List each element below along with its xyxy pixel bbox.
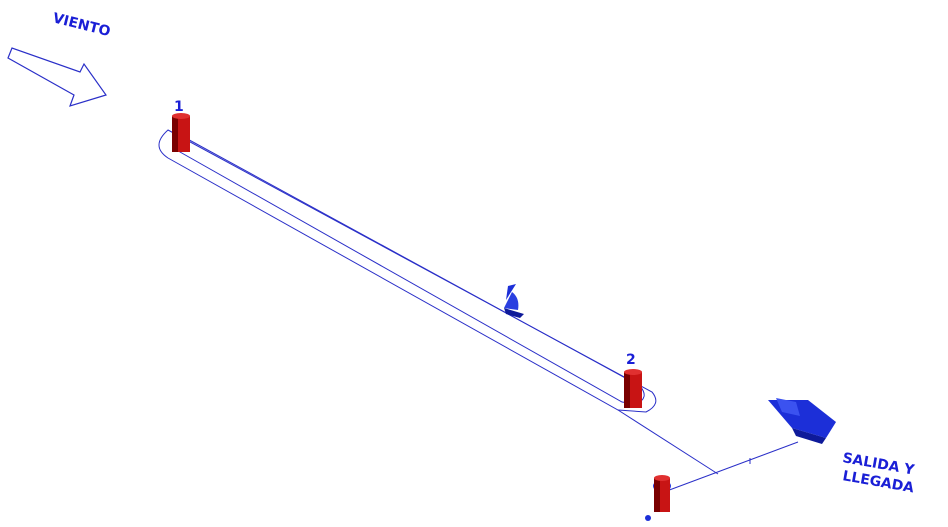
mark-1-buoy xyxy=(172,113,190,152)
committee-boat-icon xyxy=(768,398,836,444)
mark-2-buoy xyxy=(624,369,642,408)
wind-label: VIENTO xyxy=(51,10,112,40)
course-loop xyxy=(158,129,657,413)
start-finish-buoy xyxy=(645,475,671,521)
mark-1-number: 1 xyxy=(174,99,184,115)
wind-arrow-icon xyxy=(7,47,107,107)
sailboat-icon xyxy=(504,284,524,318)
start-line xyxy=(617,409,799,493)
mark-2-number: 2 xyxy=(626,352,636,368)
